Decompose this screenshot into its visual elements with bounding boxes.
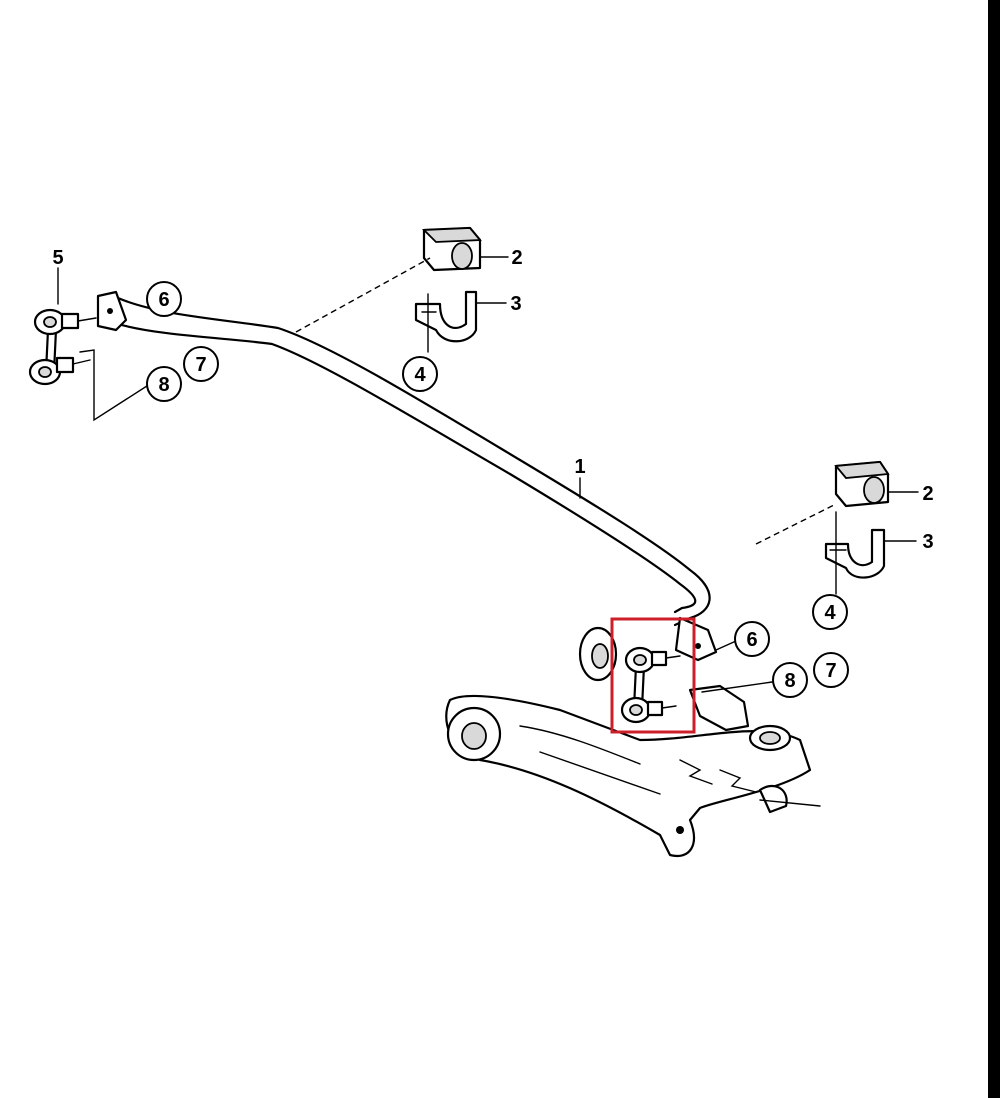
circle-8-right: 8 [772, 662, 808, 698]
callout-1: 1 [574, 456, 585, 478]
bushing-right [834, 460, 890, 508]
right-edge-bar [988, 0, 1000, 1098]
callout-4-top: 4 [414, 364, 426, 386]
stabilizer-bar [96, 290, 718, 662]
callout-3-top: 3 [510, 293, 521, 315]
drop-link-right [620, 646, 681, 724]
highlight-box [610, 617, 696, 734]
circle-6-right: 6 [734, 621, 770, 657]
callout-5: 5 [52, 247, 63, 269]
circle-8-left: 8 [146, 366, 182, 402]
callout-8-right: 8 [784, 670, 795, 692]
bushing-top [421, 226, 482, 272]
bracket-top [414, 290, 478, 343]
callout-8-left: 8 [158, 374, 169, 396]
subframe [445, 684, 821, 858]
circle-7-left: 7 [183, 346, 219, 382]
callout-6-right: 6 [746, 629, 757, 651]
callout-6-left: 6 [158, 289, 169, 311]
callout-3-right: 3 [922, 531, 933, 553]
callout-7-right: 7 [825, 660, 836, 682]
circle-4-top: 4 [402, 356, 438, 392]
callout-2-right: 2 [922, 483, 933, 505]
callout-4-right: 4 [824, 602, 836, 624]
callout-2-top: 2 [511, 247, 522, 269]
bracket-right [824, 528, 886, 579]
circle-4-right: 4 [812, 594, 848, 630]
bar-end-bushing [578, 626, 618, 682]
drop-link-left [28, 308, 97, 386]
circle-7-right: 7 [813, 652, 849, 688]
circle-6-left: 6 [146, 281, 182, 317]
callout-7-left: 7 [195, 354, 206, 376]
